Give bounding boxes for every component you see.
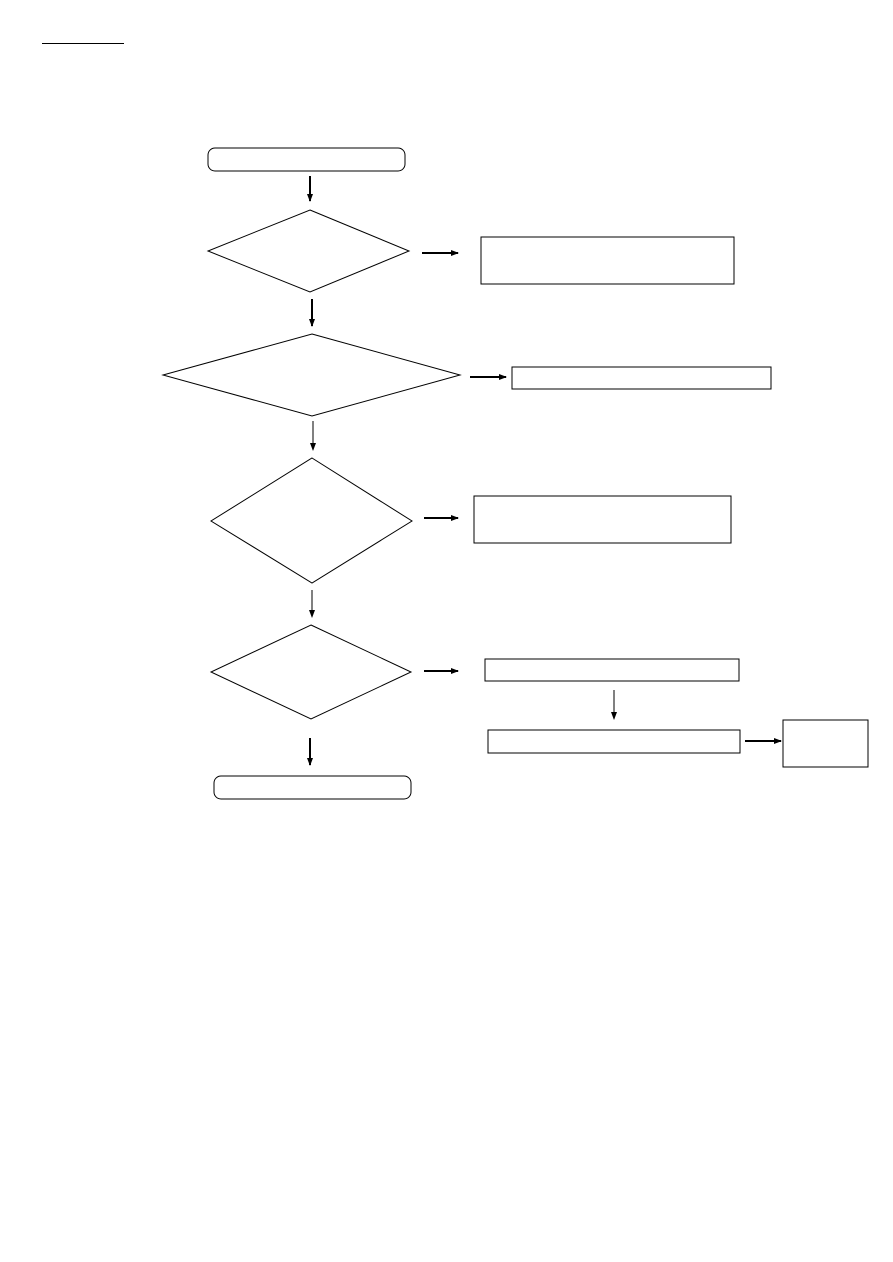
- action-2-box: [511, 366, 772, 390]
- action-4b-box: [487, 729, 741, 754]
- end-terminator: [213, 775, 412, 800]
- action-4a-box: [484, 658, 740, 682]
- decision-1-diamond: [206, 209, 411, 293]
- page-title-underline: [42, 43, 124, 44]
- decision-4-diamond: [209, 624, 413, 720]
- decision-3-diamond: [210, 457, 413, 584]
- decision-2-diamond: [161, 333, 462, 417]
- action-1-box: [480, 236, 735, 285]
- action-4c-box: [782, 719, 869, 768]
- start-terminator: [207, 147, 406, 172]
- action-3-box: [473, 495, 732, 544]
